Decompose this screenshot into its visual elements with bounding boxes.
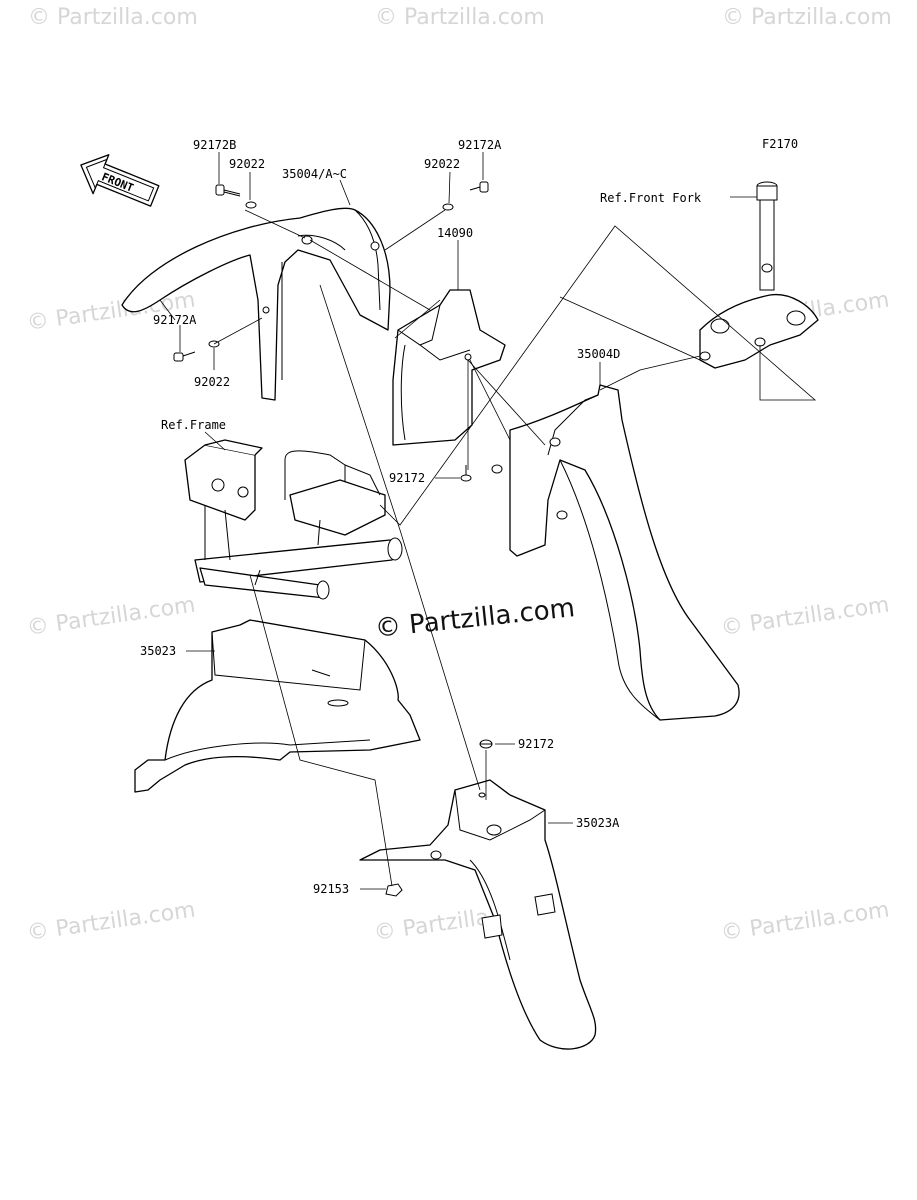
- fork-cover-14090: [392, 289, 506, 446]
- watermark-text: © Partzilla.com: [28, 5, 198, 30]
- label-92172B: 92172B: [193, 138, 236, 152]
- watermark-text: © Partzilla.com: [25, 593, 197, 641]
- label-ref-front-fork: Ref.Front Fork: [600, 191, 702, 205]
- inner-fender-35023: [134, 619, 421, 793]
- label-92022: 92022: [229, 157, 265, 171]
- label-35004D: 35004D: [577, 347, 620, 361]
- label-ref-frame: Ref.Frame: [161, 418, 226, 432]
- watermark-text: © Partzilla.com: [25, 898, 197, 946]
- bolt-92172-lower: [479, 739, 493, 749]
- watermark-text: © Partzilla.com: [719, 898, 891, 946]
- bolt-92172B: [215, 184, 241, 197]
- rear-fender-35023A: [359, 779, 597, 1050]
- label-92172: 92172: [389, 471, 425, 485]
- front-fender-upper: [121, 207, 391, 401]
- watermark-text: © Partzilla.com: [722, 5, 892, 30]
- bolt-92172: [460, 465, 472, 482]
- watermark-text: © Partzilla.com: [25, 288, 197, 336]
- washer-92022: [442, 203, 454, 211]
- label-35023: 35023: [140, 644, 176, 658]
- label-92153: 92153: [313, 882, 349, 896]
- part-labels: 92172B 92022 35004/A~C 92022 92172A 1409…: [140, 138, 702, 896]
- front-arrow-icon: FRONT: [80, 154, 160, 207]
- front-fender-35004D: [491, 384, 740, 721]
- label-92172A: 92172A: [458, 138, 502, 152]
- label-92172-lower: 92172: [518, 737, 554, 751]
- watermark-text: © Partzilla.com: [375, 5, 545, 30]
- label-35023A: 35023A: [576, 816, 620, 830]
- washer-92022: [245, 201, 257, 209]
- nut-92153: [385, 883, 403, 897]
- bolt-92172A: [469, 181, 489, 193]
- front-fork-steering-stem: [699, 181, 819, 369]
- watermark-center: © Partzilla.com: [374, 593, 577, 644]
- leader-lines: [179, 152, 757, 890]
- label-92022-left: 92022: [194, 375, 230, 389]
- label-92022: 92022: [424, 157, 460, 171]
- bolt-92172A-left: [173, 351, 196, 362]
- diagram-code: F2170: [762, 137, 798, 151]
- label-92172A-left: 92172A: [153, 313, 197, 327]
- watermark-text: © Partzilla.com: [719, 593, 891, 641]
- label-14090: 14090: [437, 226, 473, 240]
- assembly-lines: [159, 209, 817, 887]
- frame-structure: [184, 439, 403, 600]
- label-35004-a-c: 35004/A~C: [282, 167, 347, 181]
